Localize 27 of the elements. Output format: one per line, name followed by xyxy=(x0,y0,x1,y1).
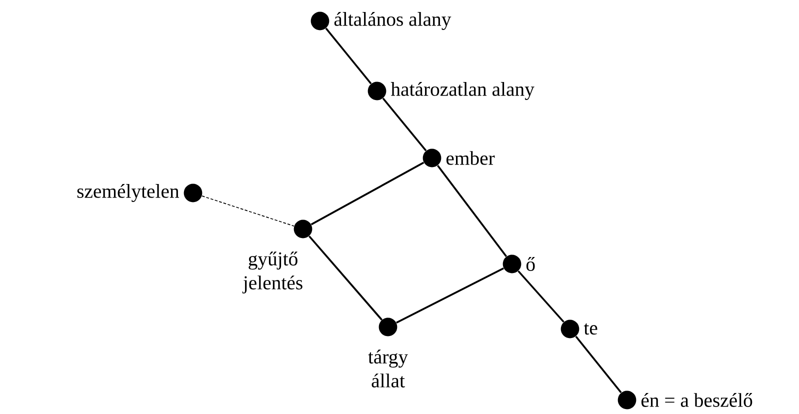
node-label: gyűjtő jelentés xyxy=(242,252,302,294)
node-label: ő xyxy=(526,257,535,271)
line xyxy=(310,162,424,226)
dot xyxy=(184,184,202,202)
dot xyxy=(310,12,330,30)
line xyxy=(382,98,427,152)
node-label: általános alany xyxy=(334,12,452,30)
dot xyxy=(378,318,398,336)
line xyxy=(436,165,508,257)
node-label: ember xyxy=(446,151,495,165)
node-label: te xyxy=(584,323,598,335)
node-label: személytelen xyxy=(77,184,180,202)
dot xyxy=(422,148,442,168)
line xyxy=(575,336,622,394)
node-label: tárgy állat xyxy=(368,350,408,388)
dot xyxy=(294,220,312,238)
dot xyxy=(502,254,522,274)
line xyxy=(396,267,504,324)
node-label: én = a beszélő xyxy=(641,393,752,407)
line xyxy=(308,236,382,320)
line xyxy=(202,196,294,226)
node-label: határozatlan alany xyxy=(390,82,534,100)
dot xyxy=(618,390,636,410)
dot xyxy=(368,82,386,100)
line xyxy=(518,270,564,323)
line xyxy=(325,28,372,84)
dot xyxy=(560,320,580,338)
